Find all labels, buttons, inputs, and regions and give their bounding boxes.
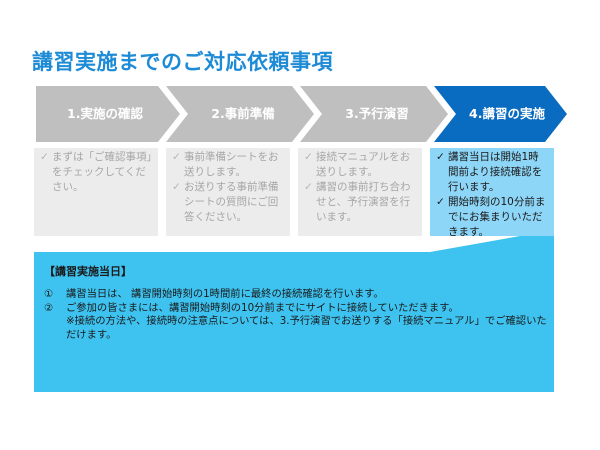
list-item: ✓講習当日は開始1時間前より接続確認を行います。 [436, 151, 543, 193]
list-item: ✓講習の事前打ち合わせと、予行演習を行います。 [304, 181, 411, 223]
step-arrow-4 [434, 86, 567, 142]
callout-box [34, 230, 554, 392]
page-title: 講習実施までのご対応依頼事項 [32, 50, 333, 74]
step-arrow-1 [36, 86, 180, 142]
note-item-2: ② ご参加の皆さまには、講習開始時刻の10分前までにサイトに接続していただきます… [44, 302, 554, 343]
list-item: ✓事前準備シートをお送りします。 [172, 151, 279, 178]
list-item: ✓まずは「ご確認事項」をチェックしてください。 [40, 151, 152, 193]
check-icon: ✓ [436, 151, 445, 163]
list-item: ✓お送りする事前準備シートの質問にご回答ください。 [172, 181, 279, 223]
callout-notes: ① 講習当日は、 講習開始時刻の1時間前に最終の接続確認を行います。 ② ご参加… [44, 288, 554, 342]
step-box-3: ✓接続マニュアルをお送りします。 ✓講習の事前打ち合わせと、予行演習を行います。 [298, 148, 422, 236]
check-icon: ✓ [304, 151, 313, 163]
step-label-3: 3.予行演習 [345, 106, 409, 121]
callout-heading: 【講習実施当日】 [44, 265, 132, 278]
step-arrow-3 [300, 86, 448, 142]
check-icon: ✓ [436, 196, 445, 208]
list-item: ✓開始時刻の10分前までにお集まりいただきます。 [436, 196, 546, 238]
note-text: 講習当日は、 講習開始時刻の1時間前に最終の接続確認を行います。 [66, 288, 384, 300]
step-arrow-2 [166, 86, 314, 142]
check-icon: ✓ [172, 151, 181, 163]
step-label-4: 4.講習の実施 [469, 106, 545, 121]
step-box-2: ✓事前準備シートをお送りします。 ✓お送りする事前準備シートの質問にご回答くださ… [166, 148, 290, 236]
check-icon: ✓ [304, 181, 313, 193]
note-subtext: ※接続の方法や、接続時の注意点については、3.予行演習でお送りする「接続マニュア… [66, 315, 547, 341]
step-box-4: ✓講習当日は開始1時間前より接続確認を行います。 ✓開始時刻の10分前までにお集… [430, 148, 554, 238]
step-label-1: 1.実施の確認 [67, 106, 143, 121]
check-icon: ✓ [172, 181, 181, 193]
note-item-1: ① 講習当日は、 講習開始時刻の1時間前に最終の接続確認を行います。 [44, 288, 554, 302]
list-item: ✓接続マニュアルをお送りします。 [304, 151, 411, 178]
note-number: ① [44, 288, 54, 300]
check-icon: ✓ [40, 151, 49, 163]
step-box-1: ✓まずは「ご確認事項」をチェックしてください。 [34, 148, 158, 236]
note-text: ご参加の皆さまには、講習開始時刻の10分前までにサイトに接続していただきます。 [66, 301, 459, 314]
note-number: ② [44, 301, 54, 314]
step-label-2: 2.事前準備 [211, 106, 275, 121]
